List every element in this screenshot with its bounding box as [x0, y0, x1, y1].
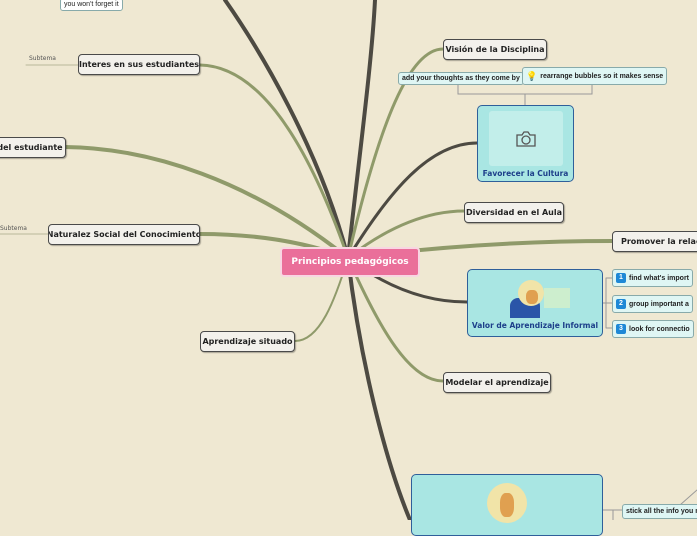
character-image	[487, 483, 527, 523]
lightbulb-icon: 💡	[526, 70, 538, 81]
note-text: rearrange bubbles so it makes sense	[540, 72, 664, 80]
subtopic-label[interactable]: Subtema	[29, 55, 56, 62]
node-interes[interactable]: Interes en sus estudiantes	[78, 54, 200, 75]
character-image	[500, 278, 570, 318]
note-add-thoughts[interactable]: add your thoughts as they come by	[398, 72, 524, 85]
number-1-icon: 1	[616, 273, 626, 283]
subtopic-label[interactable]: Subtema	[0, 225, 27, 232]
node-del-estudiante[interactable]: del estudiante	[0, 137, 66, 158]
node-label: Favorecer la Cultura	[482, 169, 569, 178]
note-rearrange[interactable]: 💡rearrange bubbles so it makes sense	[522, 67, 668, 85]
node-favorecer[interactable]: Favorecer la Cultura	[477, 105, 574, 182]
node-naturalez[interactable]: Naturalez Social del Conocimiento	[48, 224, 200, 245]
node-vision[interactable]: Visión de la Disciplina	[443, 39, 547, 60]
node-bottom-image[interactable]	[411, 474, 603, 536]
node-aprendizaje-situado[interactable]: Aprendizaje situado	[200, 331, 295, 352]
step-text: look for connectio	[629, 325, 690, 333]
number-3-icon: 3	[616, 324, 626, 334]
node-label: Valor de Aprendizaje Informal	[471, 321, 599, 330]
node-diversidad[interactable]: Diversidad en el Aula	[464, 202, 564, 223]
note-stick-info[interactable]: stick all the info you ne	[622, 504, 697, 519]
step-text: find what's import	[629, 274, 689, 282]
node-promover[interactable]: Promover la relació	[612, 231, 697, 252]
top-note[interactable]: you won't forget it	[60, 0, 123, 11]
camera-icon	[488, 111, 563, 166]
central-topic[interactable]: Principios pedagógicos	[280, 247, 420, 277]
step-text: group important a	[629, 300, 689, 308]
node-valor[interactable]: Valor de Aprendizaje Informal	[467, 269, 603, 337]
node-modelar[interactable]: Modelar el aprendizaje	[443, 372, 551, 393]
number-2-icon: 2	[616, 299, 626, 309]
